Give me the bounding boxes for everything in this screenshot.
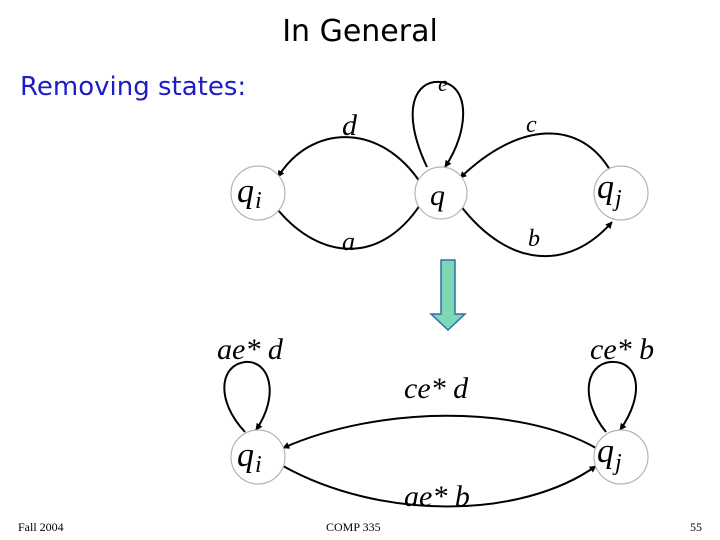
edge-qj-to-q-c <box>459 132 611 179</box>
edge-qj-self-loop <box>587 360 637 433</box>
edge-label-a: a <box>342 227 355 256</box>
footer-course: COMP 335 <box>326 520 381 534</box>
edge-label-loop-qi: ae* d <box>217 333 284 366</box>
node-q <box>414 166 468 220</box>
footer-page-number: 55 <box>690 520 702 534</box>
edge-q-to-qi-d <box>277 136 423 186</box>
edge-qi-to-q-a <box>277 204 421 250</box>
node-q-label: q <box>430 179 445 212</box>
edge-label-e: e <box>438 71 448 96</box>
node-qi-after <box>230 429 286 485</box>
node-qi-after-label: qi <box>237 437 262 478</box>
edge-qi-self-loop <box>223 360 271 433</box>
node-qj-label: qj <box>597 169 622 212</box>
edge-label-loop-qj: ce* b <box>590 333 654 366</box>
node-qj-after-label: qj <box>597 433 622 476</box>
edge-label-c: c <box>526 112 537 138</box>
slide-subtitle: Removing states: <box>20 72 247 102</box>
down-arrow-icon <box>429 259 467 332</box>
edge-label-b: b <box>528 226 540 252</box>
edge-q-to-qj-b <box>459 204 613 258</box>
diagram-after: qi qj ae* d ce* b ce* d ae* b <box>217 333 654 513</box>
edge-label-d: d <box>342 109 358 142</box>
edge-qj-to-qi <box>282 414 597 449</box>
edge-label-qj-to-qi: ce* d <box>404 372 469 405</box>
node-qi <box>230 165 286 221</box>
slide-title: In General <box>282 14 438 49</box>
edge-qi-to-qj <box>282 465 597 508</box>
diagram-before: qi q qj d e c a b <box>230 71 649 258</box>
edge-q-self-loop-e <box>411 80 465 168</box>
edge-label-qi-to-qj: ae* b <box>404 480 470 513</box>
node-qi-label: qi <box>237 173 262 214</box>
node-qj <box>593 165 649 221</box>
node-qj-after <box>593 429 649 485</box>
footer-date: Fall 2004 <box>18 520 64 534</box>
